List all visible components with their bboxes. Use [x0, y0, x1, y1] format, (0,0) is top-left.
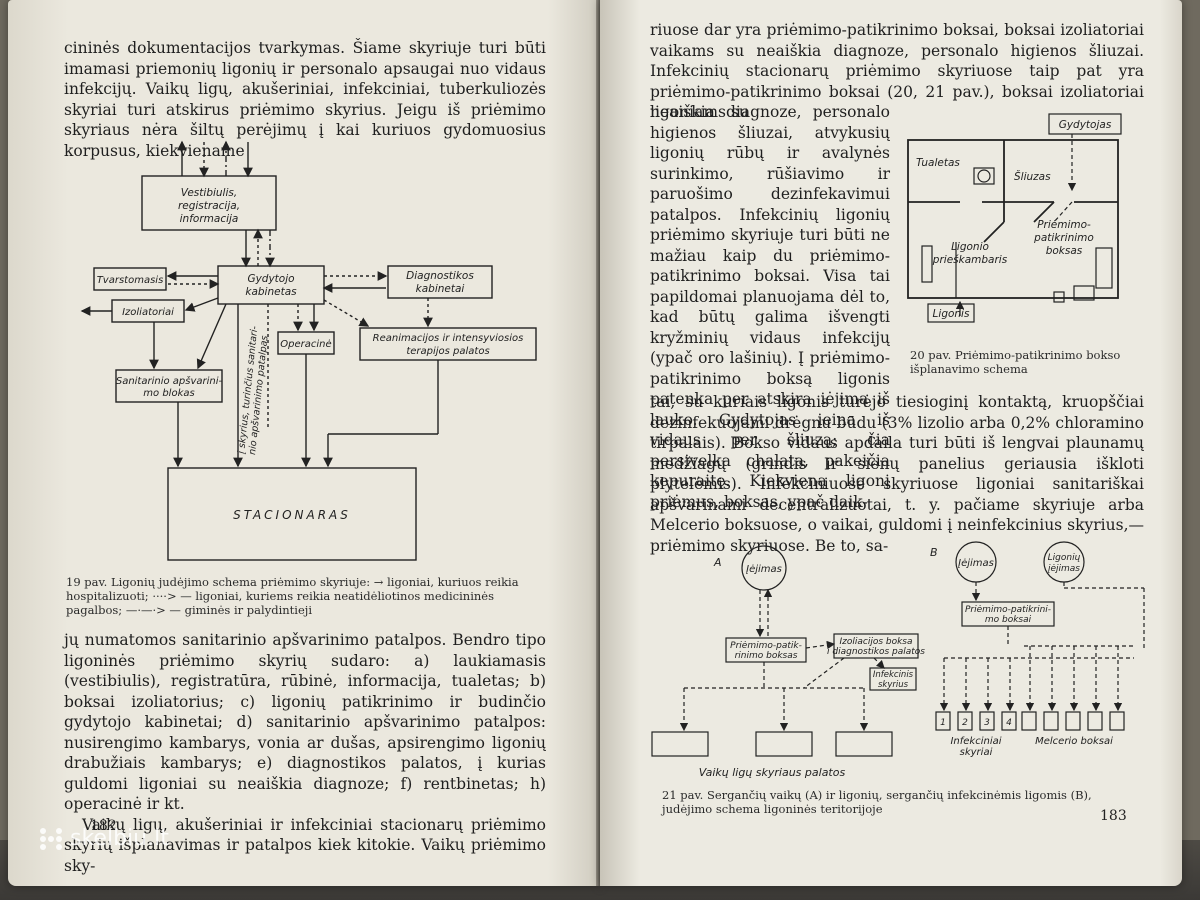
doctor-box: [217, 265, 325, 305]
label-reception-a-2: rinimo boksas: [735, 651, 798, 661]
figure-21-diagram: A B Įėjimas Įėjimas Ligonių įėjimas Priė…: [651, 541, 1145, 779]
figure-20-diagram: Gydytojas Tualetas Šliuzas Priėmimo- pat…: [907, 113, 1122, 323]
label-doctor-20: Gydytojas: [1059, 119, 1112, 131]
label-patients-b-1: Ligonių: [1048, 553, 1081, 563]
label-information: informacija: [180, 213, 239, 225]
left-bottom-paragraph-2: Vaikų ligų, akušeriniai ir infekciniai s…: [64, 815, 546, 875]
label-box-4: 4: [1006, 718, 1012, 728]
hospital-box: [167, 467, 417, 561]
label-toilet: Tualetas: [916, 157, 960, 169]
label-section-a: A: [713, 556, 722, 569]
label-reception-2: patikrinimo: [1033, 232, 1094, 244]
right-column-paragraph: neaiškia diagnoze, personalo higienos šl…: [650, 103, 890, 511]
figure-20-caption: 20 pav. Priėmimo-patikrinimo bokso išpla…: [910, 348, 1121, 376]
label-doctor-office: kabinetas: [245, 286, 297, 298]
label-sluice: Šliuzas: [1014, 170, 1051, 183]
label-registration: registracija,: [178, 200, 240, 212]
label-reception-3: boksas: [1046, 245, 1083, 257]
label-reception-b-2: mo boksai: [985, 615, 1032, 625]
watermark-text: skelbiu.lt: [70, 826, 169, 851]
label-isolators: Izoliatoriai: [122, 307, 174, 318]
label-reanimation: Reanimacijos ir intensyviosios: [373, 333, 524, 344]
figure-19-diagram: Vestibiulis, registracija, informacija G…: [80, 140, 537, 561]
label-reception-a-1: Priėmimo-patik-: [730, 641, 802, 651]
label-infection-ward-2: skyrius: [878, 680, 909, 690]
left-page-number: 182: [90, 818, 117, 834]
sanitary-box: [115, 369, 223, 403]
label-isolation-2: i diagnostikos palatos: [827, 647, 925, 657]
label-reception-1: Priėmimo-: [1037, 219, 1091, 231]
label-infectious-2: skyriai: [960, 747, 993, 758]
watermark: skelbiu.lt: [40, 826, 169, 851]
left-top-paragraph: cininės dokumentacijos tvarkymas. Šiame …: [64, 39, 546, 160]
label-patients-b-2: įėjimas: [1047, 564, 1080, 574]
label-diagnostics-rooms: kabinetai: [416, 283, 465, 295]
left-bottom-text: jų numatomos sanitarinio apšvarinimo pat…: [64, 630, 546, 876]
label-therapy-wards: terapijos palatos: [406, 346, 489, 357]
dots-logo-icon: [40, 827, 62, 850]
label-patient-room-2: prieškambaris: [932, 254, 1008, 266]
reanimation-box: [359, 327, 537, 361]
label-entrance-b: Įėjimas: [957, 558, 994, 569]
box-outline: [907, 139, 1119, 299]
label-infectious-1: Infekciniai: [950, 736, 1001, 747]
patient-label-box: [927, 303, 975, 323]
vestibule-box: [141, 175, 277, 231]
figure-21-caption: 21 pav. Sergančių vaikų (A) ir ligonių, …: [662, 788, 1092, 816]
label-vestibule: Vestibiulis,: [181, 187, 237, 199]
dressing-box: [93, 267, 167, 291]
label-section-b: B: [930, 546, 938, 559]
label-doctor: Gydytojo: [247, 273, 294, 285]
right-page: riuose dar yra priėmimo-patikrinimo boks…: [600, 0, 1182, 886]
left-page: cininės dokumentacijos tvarkymas. Šiame …: [8, 0, 600, 886]
label-melcer: Melcerio boksai: [1035, 736, 1113, 747]
label-sanitary-block: mo blokas: [143, 388, 194, 399]
figure-19-caption: 19 pav. Ligonių judėjimo schema priėmimo…: [66, 575, 519, 617]
label-reception-b-1: Priėmimo-patikrini-: [965, 605, 1051, 615]
right-top-paragraph: riuose dar yra priėmimo-patikrinimo boks…: [650, 21, 1144, 121]
label-box-1: 1: [940, 718, 946, 728]
label-hospital: STACIONARAS: [233, 508, 351, 522]
doctor-label-box: [1048, 113, 1122, 135]
left-bottom-paragraph-1: jų numatomos sanitarinio apšvarinimo pat…: [64, 631, 546, 813]
label-box-2: 2: [962, 718, 968, 728]
label-patient-room-1: Ligonio: [951, 241, 989, 253]
label-infection-ward-1: Infekcinis: [873, 670, 914, 680]
label-isolation-1: Izoliacijos boksa: [839, 637, 912, 647]
label-operating: Operacinė: [280, 339, 331, 350]
right-full-paragraph: tai, su kuriais ligonis turėjo tiesiogin…: [650, 393, 1144, 555]
label-diagnostics: Diagnostikos: [406, 270, 474, 282]
label-dressing: Tvarstomasis: [97, 275, 164, 286]
label-sanitary: Sanitarinio apšvarini-: [116, 375, 223, 387]
label-entrance-a: Įėjimas: [745, 564, 782, 575]
infection-ward-box: [869, 667, 917, 691]
label-box-3: 3: [984, 718, 990, 728]
reception-a-box: [725, 637, 807, 663]
right-page-number: 183: [1100, 808, 1127, 824]
label-patient-20: Ligonis: [933, 308, 970, 320]
diagnostics-box: [387, 265, 493, 299]
label-children-wards: Vaikų ligų skyriaus palatos: [699, 766, 846, 779]
